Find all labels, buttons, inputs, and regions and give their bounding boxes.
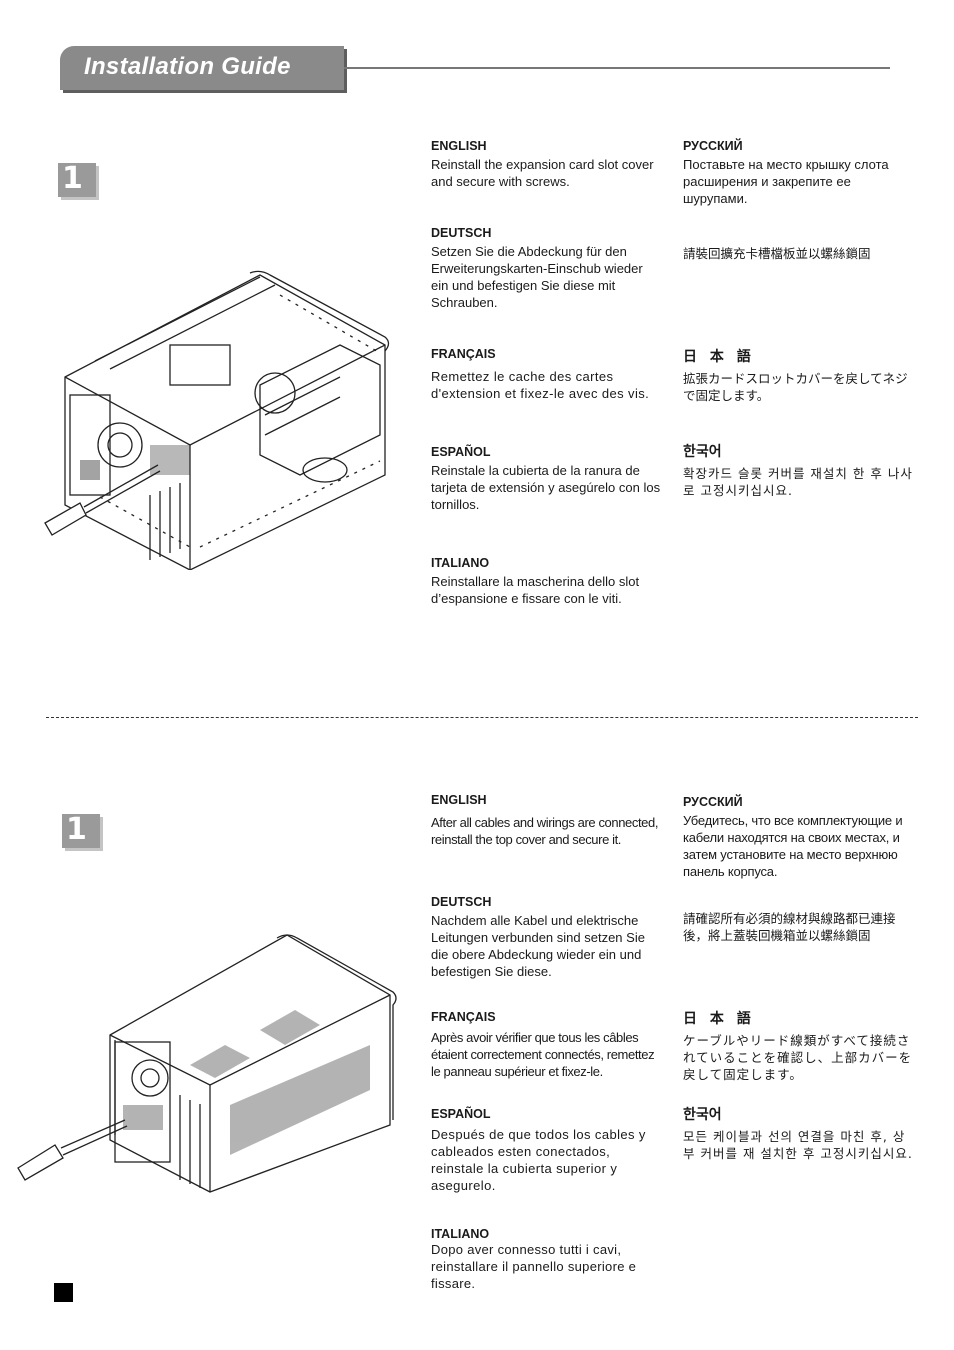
lang-heading: ITALIANO bbox=[431, 1227, 490, 1241]
lang-heading: 한국어 bbox=[683, 1107, 722, 1123]
japanese-instruction-2: 日 本 語 ケーブルやリード線類がすべて接続されていることを確認し、上部カバーを… bbox=[683, 1008, 915, 1083]
instruction-text: Después de que todos los cables y cablea… bbox=[431, 1127, 646, 1193]
lang-heading: DEUTSCH bbox=[431, 895, 492, 909]
instruction-text: 拡張カードスロットカバーを戻してネジで固定します。 bbox=[683, 371, 908, 403]
lang-heading: 日 本 語 bbox=[683, 349, 755, 365]
russian-instruction-2: РУССКИЙ Убедитесь, что все комплектующие… bbox=[683, 795, 915, 880]
lang-heading: 한국어 bbox=[683, 444, 722, 460]
russian-instruction-1: РУССКИЙ Поставьте на место крышку слота … bbox=[683, 139, 915, 207]
instruction-text: Reinstale la cubierta de la ranura de ta… bbox=[431, 463, 661, 512]
page-title: Installation Guide bbox=[84, 53, 291, 80]
instruction-text: Убедитесь, что все комплектующие и кабел… bbox=[683, 813, 903, 879]
lang-heading: РУССКИЙ bbox=[683, 795, 743, 809]
instruction-text: Поставьте на место крышку слота расширен… bbox=[683, 157, 889, 206]
instruction-text: Setzen Sie die Abdeckung für den Erweite… bbox=[431, 244, 643, 310]
header-rule bbox=[344, 67, 890, 69]
instruction-text: Reinstallare la mascherina dello slot d’… bbox=[431, 574, 640, 606]
instruction-text: Dopo aver connesso tutti i cavi, reinsta… bbox=[431, 1242, 637, 1291]
korean-instruction-2: 한국어 모든 케이블과 선의 연결을 마친 후, 상부 커버를 재 설치한 후 … bbox=[683, 1104, 915, 1162]
open-chassis-illustration bbox=[44, 270, 390, 570]
italiano-instruction-2: ITALIANO Dopo aver connesso tutti i cavi… bbox=[431, 1227, 663, 1292]
step-badge: 1 bbox=[62, 812, 100, 848]
deutsch-instruction-1: DEUTSCH Setzen Sie die Abdeckung für den… bbox=[431, 226, 663, 311]
step-number: 1 bbox=[62, 161, 83, 196]
espanol-instruction-2: ESPAÑOL Después de que todos los cables … bbox=[431, 1107, 663, 1194]
deutsch-instruction-2: DEUTSCH Nachdem alle Kabel und elektrisc… bbox=[431, 895, 663, 980]
lang-heading: FRANÇAIS bbox=[431, 1010, 496, 1024]
instruction-text: 請確認所有必須的線材與線路都已連接後，將上蓋裝回機箱並以螺絲鎖固 bbox=[683, 911, 896, 943]
japanese-instruction-1: 日 本 語 拡張カードスロットカバーを戻してネジで固定します。 bbox=[683, 346, 915, 404]
korean-instruction-1: 한국어 확장카드 슬롯 커버를 재설치 한 후 나사로 고정시키십시요. bbox=[683, 441, 915, 499]
lang-heading: РУССКИЙ bbox=[683, 139, 743, 153]
lang-heading: ESPAÑOL bbox=[431, 445, 491, 459]
step-number: 1 bbox=[66, 812, 87, 847]
closed-chassis-illustration bbox=[17, 934, 397, 1193]
instruction-text: Nachdem alle Kabel und elektrische Leitu… bbox=[431, 913, 645, 979]
instruction-text: Reinstall the expansion card slot cover … bbox=[431, 157, 654, 189]
espanol-instruction-1: ESPAÑOL Reinstale la cubierta de la ranu… bbox=[431, 445, 663, 513]
chinese-instruction-1: 請裝回擴充卡槽檔板並以螺絲鎖固 bbox=[683, 245, 915, 262]
instruction-text: 請裝回擴充卡槽檔板並以螺絲鎖固 bbox=[683, 246, 871, 261]
lang-heading: FRANÇAIS bbox=[431, 347, 496, 361]
instruction-text: 모든 케이블과 선의 연결을 마친 후, 상부 커버를 재 설치한 후 고정시키… bbox=[683, 1129, 913, 1161]
italiano-instruction-1: ITALIANO Reinstallare la mascherina dell… bbox=[431, 556, 663, 607]
lang-heading: ESPAÑOL bbox=[431, 1107, 491, 1121]
step-badge: 1 bbox=[58, 161, 96, 197]
francais-instruction-2: FRANÇAIS Après avoir vérifier que tous l… bbox=[431, 1010, 663, 1080]
instruction-text: After all cables and wirings are connect… bbox=[431, 815, 659, 847]
instruction-text: Après avoir vérifier que tous les câbles… bbox=[431, 1030, 655, 1079]
lang-heading: ITALIANO bbox=[431, 556, 490, 570]
section-divider bbox=[46, 717, 918, 718]
lang-heading: ENGLISH bbox=[431, 139, 487, 153]
header-tab bbox=[60, 46, 344, 90]
lang-heading: DEUTSCH bbox=[431, 226, 492, 240]
instruction-text: Remettez le cache des cartes d'extension… bbox=[431, 369, 650, 401]
lang-heading: 日 本 語 bbox=[683, 1011, 755, 1027]
francais-instruction-1: FRANÇAIS Remettez le cache des cartes d'… bbox=[431, 347, 663, 402]
instruction-text: 확장카드 슬롯 커버를 재설치 한 후 나사로 고정시키십시요. bbox=[683, 466, 913, 498]
english-instruction-2: ENGLISH After all cables and wirings are… bbox=[431, 793, 663, 848]
english-instruction-1: ENGLISH Reinstall the expansion card slo… bbox=[431, 139, 663, 190]
instruction-text: ケーブルやリード線類がすべて接続されていることを確認し、上部カバーを戻して固定し… bbox=[683, 1033, 913, 1082]
page-corner-marker bbox=[54, 1283, 73, 1302]
lang-heading: ENGLISH bbox=[431, 793, 487, 807]
chinese-instruction-2: 請確認所有必須的線材與線路都已連接後，將上蓋裝回機箱並以螺絲鎖固 bbox=[683, 910, 915, 944]
